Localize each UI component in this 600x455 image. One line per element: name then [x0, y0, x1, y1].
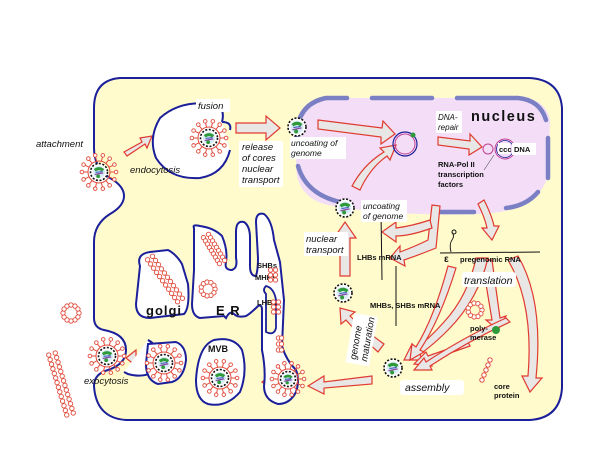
arrow-transcription-lhbs	[380, 219, 433, 244]
virion-exocytosis-core	[97, 346, 117, 366]
nuclear-transport-line2: transport	[306, 245, 344, 256]
assembly-label: assembly	[405, 382, 450, 394]
ccc-label: ccc	[499, 145, 512, 154]
endocytosis-label: endocytosis	[130, 165, 180, 176]
core-uncoating-1	[287, 117, 307, 137]
virion-endosome-core	[199, 128, 219, 148]
attachment-label: attachment	[36, 139, 83, 150]
mhbs-label: MHBs	[255, 273, 276, 282]
lhbs-label: LHBs	[257, 298, 277, 307]
virion-exocytosis	[87, 337, 127, 375]
exocytosis-label: exocytosis	[84, 376, 129, 387]
core-uncoating-2	[335, 198, 355, 218]
polymerase-line1: poly-	[470, 324, 488, 333]
rcdna-circle	[392, 131, 418, 157]
rnapol-line1: RNA-Pol II	[438, 160, 475, 169]
arrow-dna-repair	[437, 132, 483, 157]
virion-attachment	[79, 153, 119, 191]
subviral-sphere-cytoplasm	[465, 300, 485, 320]
arrow-release-of-cores	[235, 114, 281, 142]
core-line1: core	[494, 382, 510, 391]
uncoating1-line2: genome	[291, 148, 322, 158]
dna-repair-line1: DNA-	[438, 113, 458, 122]
subviral-filament-outside	[46, 350, 76, 418]
virion-attachment-core	[89, 162, 109, 182]
virion-vesicle-core	[154, 353, 174, 373]
release-label-line3: nuclear	[242, 164, 274, 175]
polymerase-line2: merase	[470, 333, 496, 342]
uncoating1-line1: uncoating of	[291, 138, 339, 148]
core-nuclear-transport	[333, 283, 353, 303]
arrow-recycle-to-nucleus	[351, 144, 397, 191]
mhbs-shbs-mrna-label: MHBs, SHBs mRNA	[370, 301, 441, 310]
particles	[46, 117, 493, 418]
nucleus-label: nucleus	[471, 109, 536, 125]
shbs-label: SHBs	[257, 261, 277, 270]
arrow-pgrna-to-assembly	[409, 265, 457, 362]
release-label-line1: release	[242, 142, 273, 153]
lhbs-mrna-strand	[380, 211, 383, 281]
stemloop-cap	[451, 229, 457, 235]
arrow-to-er-budding	[306, 374, 373, 395]
mrna-strands	[380, 211, 541, 326]
virion-mvb	[200, 359, 240, 397]
dna-label: DNA	[514, 145, 531, 154]
rcdna-inner	[394, 133, 416, 155]
arrow-core-to-assembly	[412, 317, 512, 371]
arrow-into-nucleus	[317, 119, 396, 146]
er-label: E R	[216, 303, 241, 318]
subviral-sphere-outside	[60, 302, 82, 324]
er-lumen-inner	[263, 285, 277, 335]
golgi-filament	[144, 253, 186, 305]
uncoating2-line2: of genome	[363, 211, 403, 221]
er-surface-protein	[275, 335, 285, 353]
golgi: golgi	[134, 248, 190, 320]
polymerase-icon	[492, 326, 500, 334]
translation-label: translation	[464, 275, 513, 287]
golgi-label: golgi	[146, 303, 182, 318]
pgrna-strand	[439, 251, 541, 254]
polymerase-dot	[410, 132, 416, 138]
lhbs-mrna-label: LHBs mRNA	[357, 253, 402, 262]
viral-dna	[392, 131, 516, 171]
shbs-mhbs-protein	[267, 267, 279, 283]
cccdna-small-loop	[482, 143, 494, 155]
arrow-transcription-subgenomic	[389, 204, 441, 268]
uncoating2-line1: uncoating	[363, 201, 400, 211]
mvb-label: MVB	[208, 344, 229, 354]
virion-mvb-core	[210, 368, 230, 388]
epsilon-label: ε	[444, 254, 449, 265]
core-line2: protein	[494, 391, 520, 400]
nuclear-transport-line1: nuclear	[306, 234, 338, 245]
fusion-label: fusion	[198, 101, 223, 112]
virion-er-budding	[269, 361, 307, 397]
release-label-line4: transport	[242, 175, 280, 186]
arrow-translation-core	[507, 255, 544, 394]
virion-endosome	[189, 119, 229, 157]
lhbs-protein	[270, 299, 282, 315]
dna-repair-line2: repair	[438, 123, 459, 132]
virion-er-budding-core	[279, 370, 297, 388]
subviral-sphere-er	[198, 279, 218, 299]
pregenomic-rna-label: pregenomic RNA	[460, 255, 521, 264]
arrow-endocytosis	[123, 135, 153, 157]
virion-vesicle	[144, 344, 184, 382]
core-protein-chain	[479, 357, 493, 383]
core-assembly	[383, 358, 403, 378]
arrow-transcription-pgrna	[477, 199, 500, 242]
er-filament-top	[200, 231, 228, 267]
release-label-line2: of cores	[242, 153, 276, 164]
rnapol-line3: factors	[438, 180, 463, 189]
rnapol-line2: transcription	[438, 170, 484, 179]
